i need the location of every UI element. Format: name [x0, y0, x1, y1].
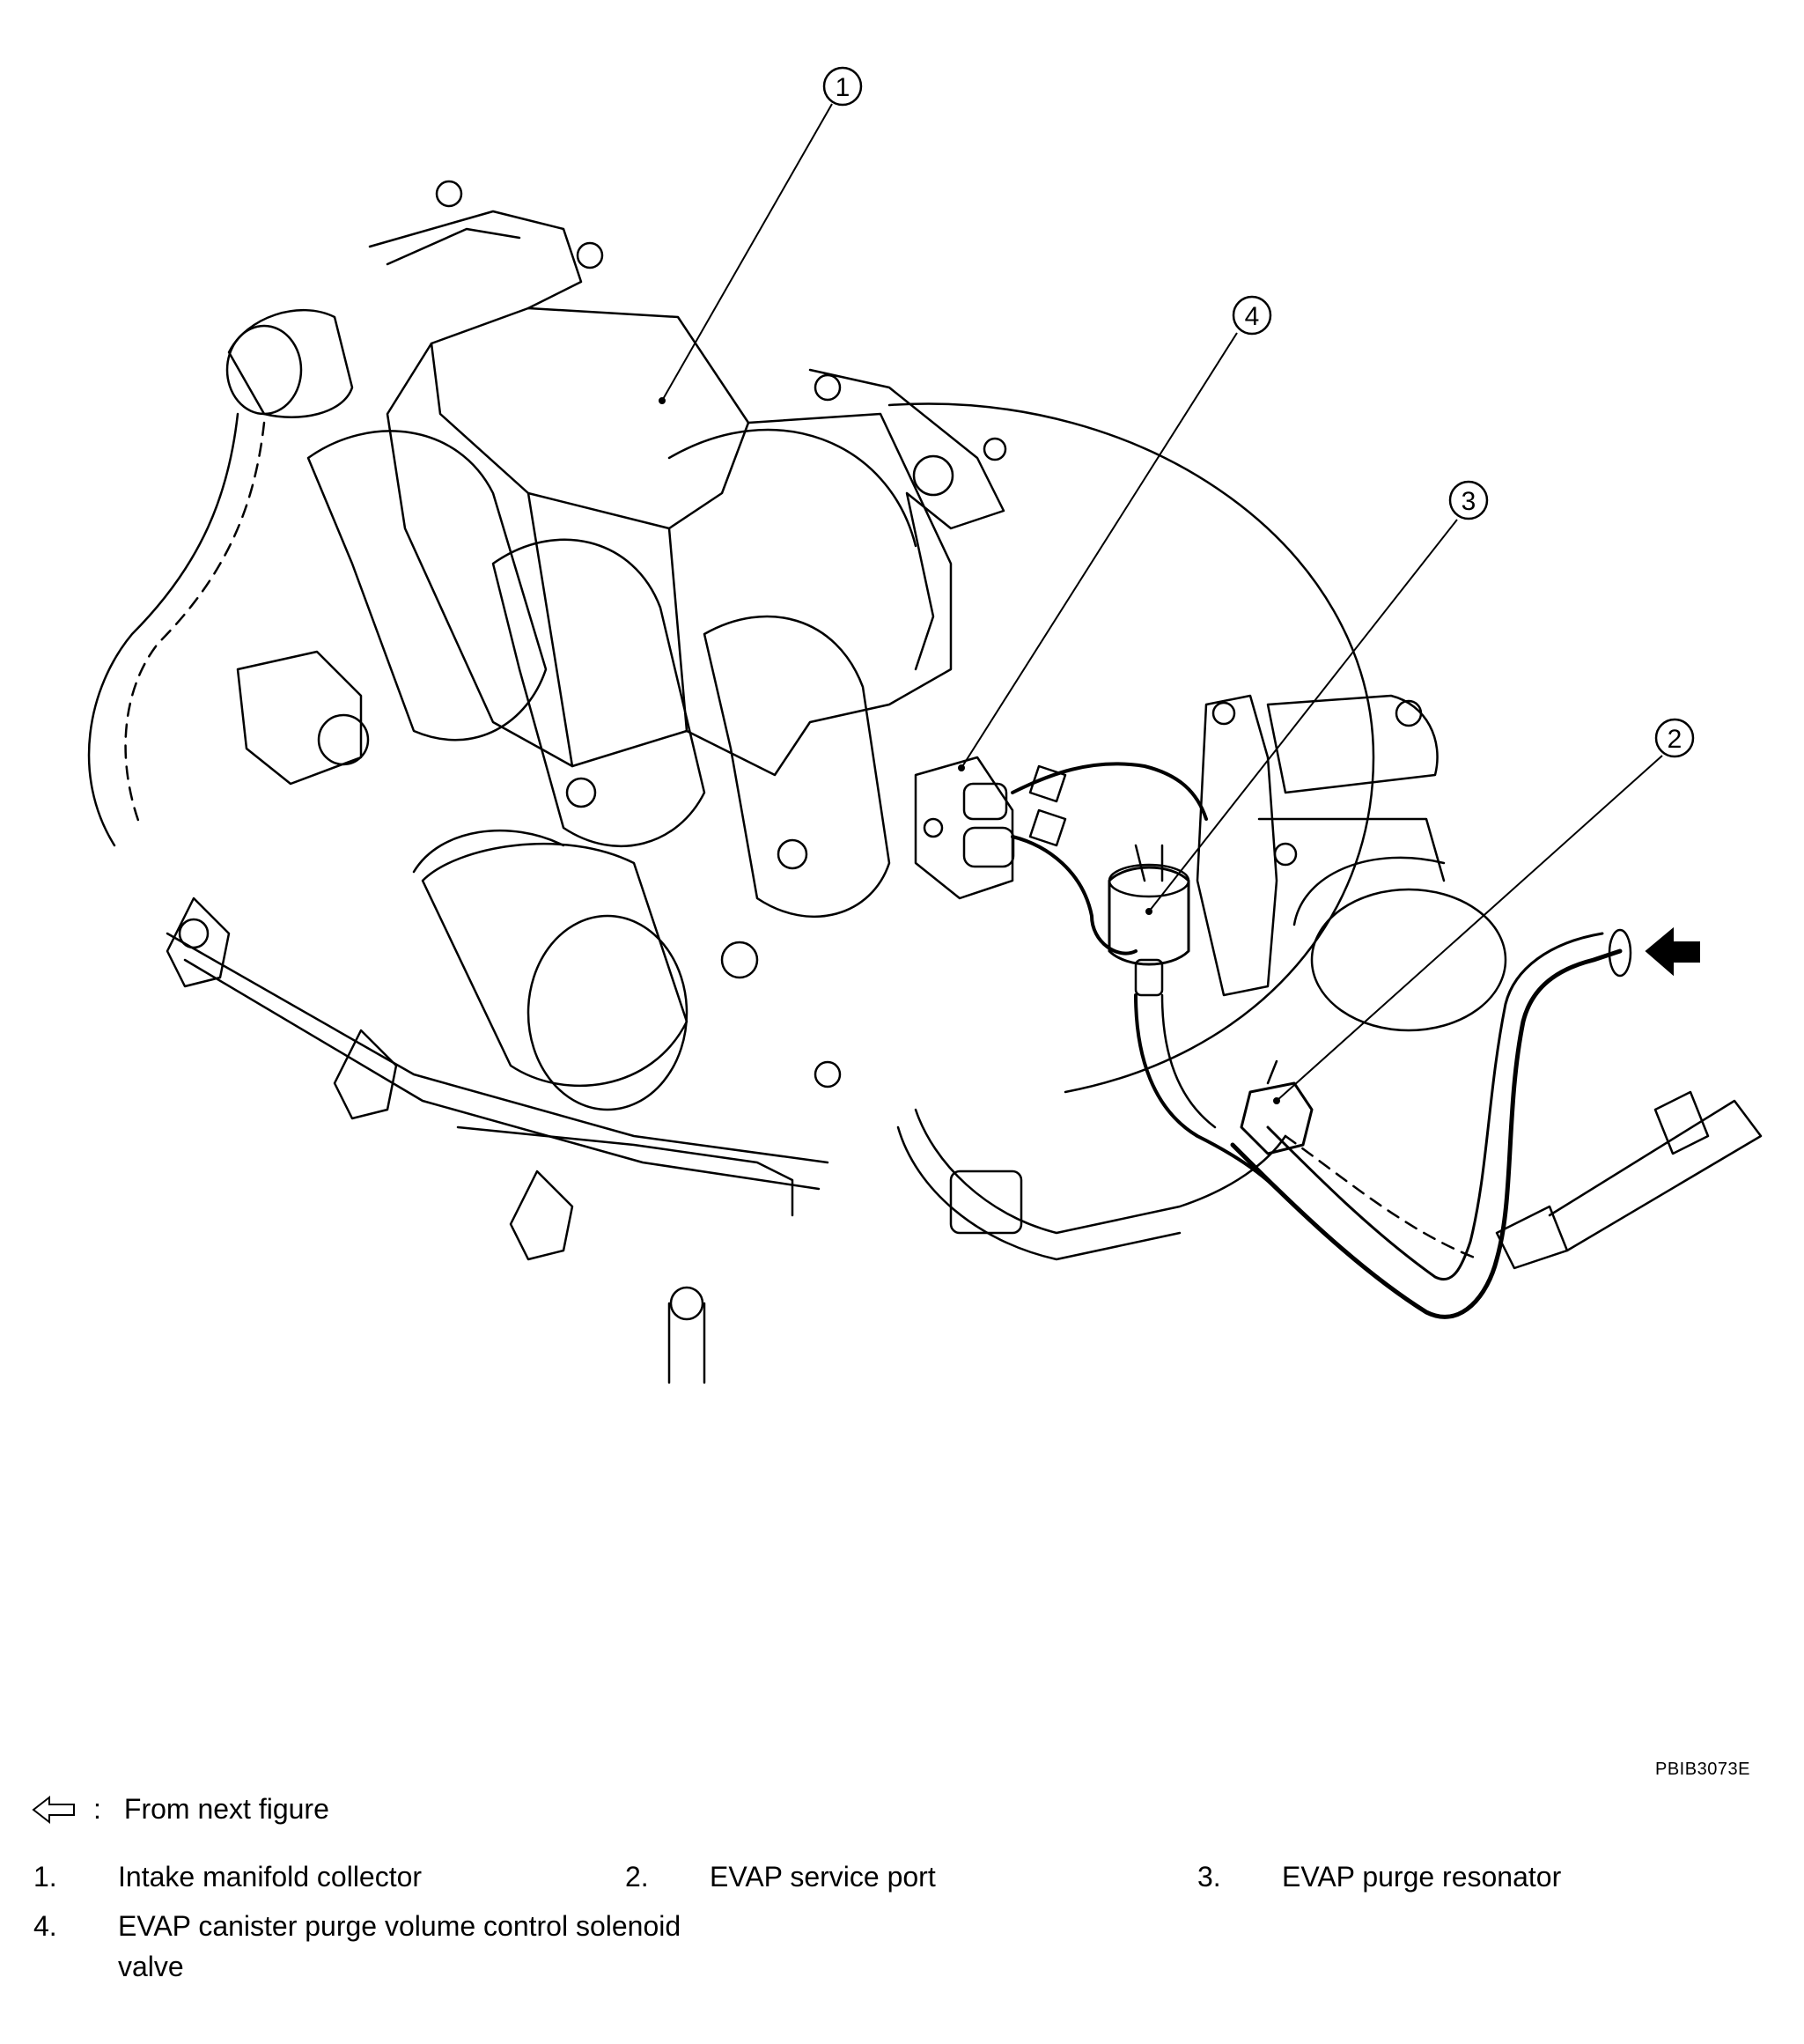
callout-2-label: 2	[1668, 725, 1683, 754]
injector-2	[333, 1029, 398, 1120]
injector-3	[509, 1170, 574, 1261]
callout-4-label: 4	[1245, 302, 1260, 331]
callout-1-label: 1	[836, 73, 850, 102]
evap-service-port	[1240, 1081, 1314, 1155]
purge-hose-a	[1011, 762, 1208, 821]
intake-runner-3	[703, 615, 891, 918]
purge-hose-b	[1011, 835, 1138, 956]
legend-item-number: 2.	[625, 1861, 649, 1893]
legend-item-text: EVAP service port	[710, 1861, 936, 1893]
left-cylinder	[421, 843, 688, 1088]
left-valve-body	[227, 309, 354, 418]
evap-main-hose	[1230, 948, 1623, 1319]
intake-runner-2	[491, 538, 706, 847]
legend-item-text: EVAP purge resonator	[1282, 1861, 1562, 1893]
legend-item-number: 3.	[1197, 1861, 1221, 1893]
callout-3: 3	[1448, 480, 1489, 520]
purge-resonator	[1108, 866, 1190, 966]
throttle-body-housing-outline	[887, 402, 1375, 1094]
fuel-rail-right	[1548, 1099, 1763, 1252]
callout-4: 4	[1232, 295, 1272, 336]
injector-1	[166, 897, 231, 988]
intake-collector-outline	[386, 306, 953, 777]
legend-item-number: 4.	[33, 1910, 57, 1942]
purge-hose-c	[1134, 993, 1278, 1191]
throttle-motor	[1266, 694, 1439, 794]
purge-solenoid-valve	[914, 756, 1014, 900]
fuel-rail-left	[166, 932, 829, 1164]
throttle-body	[1196, 694, 1278, 997]
callout-1: 1	[822, 66, 863, 107]
figure-code: PBIB3073E	[1655, 1760, 1750, 1779]
arrow-legend: : From next figure	[32, 1793, 329, 1826]
intake-runner-1	[306, 430, 548, 742]
hollow-left-arrow-icon	[32, 1795, 75, 1824]
callout-2: 2	[1654, 718, 1695, 758]
legend-item-text: Intake manifold collector	[118, 1861, 423, 1893]
solid-left-arrow-icon	[1645, 926, 1700, 977]
legend-item-number: 1.	[33, 1861, 57, 1893]
arrow-legend-colon: :	[93, 1793, 101, 1825]
arrow-legend-text: From next figure	[123, 1793, 329, 1825]
engine-diagram: 1 4 3 2	[87, 66, 1763, 1384]
callout-3-label: 3	[1462, 487, 1476, 516]
lower-pipe	[914, 1108, 1287, 1235]
intake-runner-4	[667, 428, 917, 548]
legend-item-text: EVAP canister purge volume control solen…	[118, 1910, 681, 1982]
bracket	[808, 368, 1005, 671]
